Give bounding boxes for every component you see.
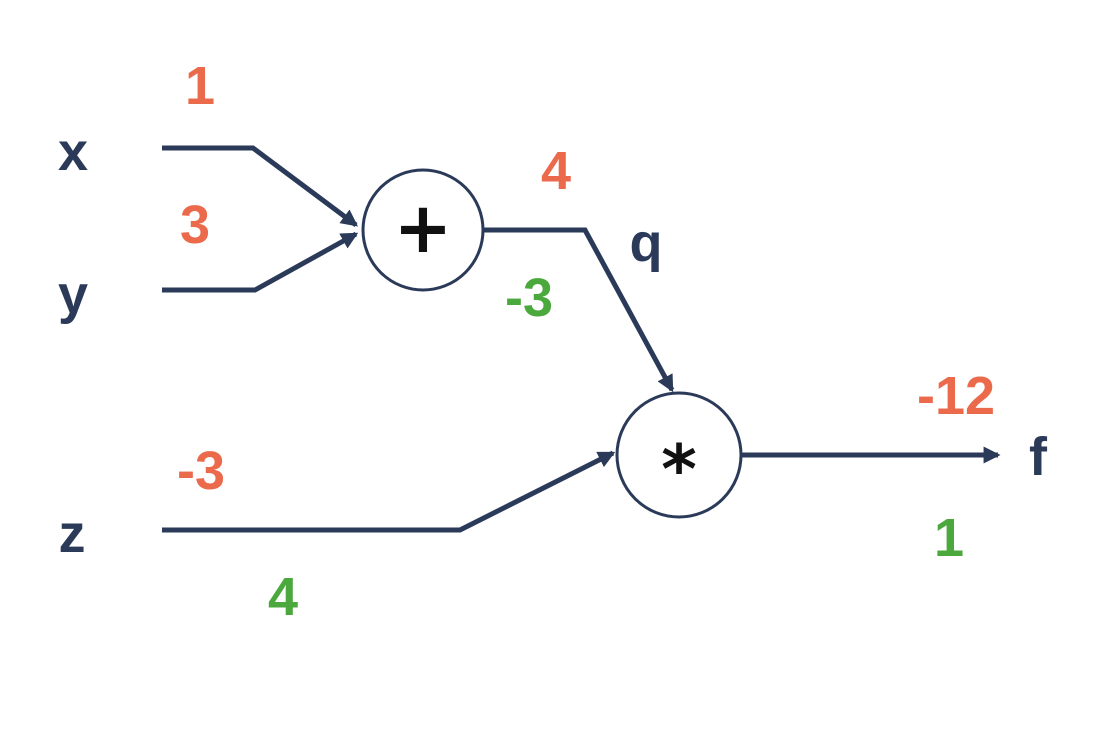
add-node-circle (361, 168, 485, 292)
edge-add-to-mul (484, 227, 675, 393)
mul-node-circle (615, 391, 743, 519)
f-forward-value: -12 (916, 366, 996, 426)
y-forward-value: 3 (179, 195, 211, 255)
plus-icon: + (394, 187, 453, 269)
asterisk-icon: * (661, 431, 697, 510)
z-forward-value: -3 (176, 441, 226, 501)
q-output-label: q (629, 213, 663, 273)
input-z-label: z (58, 504, 86, 564)
f-output-label: f (1029, 427, 1047, 487)
edge-x-to-add (162, 145, 359, 228)
q-gradient-value: -3 (504, 268, 554, 328)
x-forward-value: 1 (184, 56, 216, 116)
q-forward-value: 4 (540, 141, 572, 201)
z-gradient-value: 4 (267, 567, 299, 627)
f-gradient-value: 1 (933, 508, 965, 568)
input-x-label: x (57, 122, 89, 182)
edge-z-to-mul (162, 450, 616, 533)
input-y-label: y (57, 265, 89, 325)
edge-y-to-add (162, 231, 359, 293)
